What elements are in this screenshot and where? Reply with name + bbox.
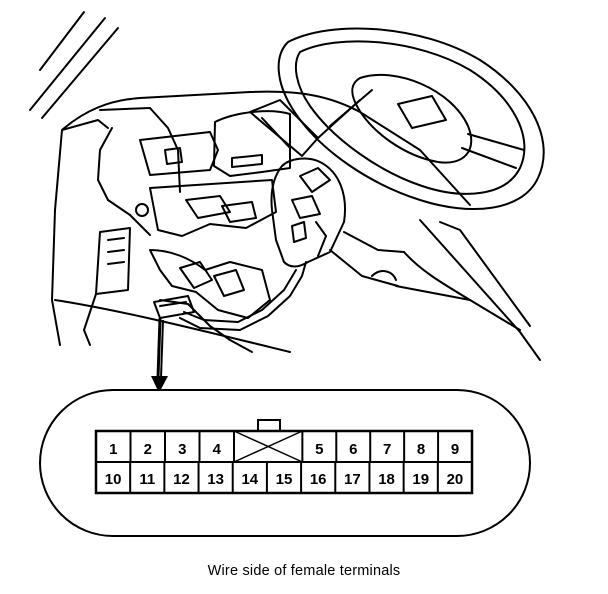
- pin-label: 14: [241, 471, 258, 488]
- pin-label: 11: [139, 471, 155, 488]
- pin-label: 9: [451, 441, 459, 458]
- pin-label: 12: [173, 471, 190, 488]
- diagram-caption: Wire side of female terminals: [207, 563, 401, 579]
- windshield-pillar: [29, 11, 119, 119]
- connector-key-tab: [257, 419, 281, 432]
- blank-cavity-cross: [233, 430, 303, 463]
- pin-label: 20: [447, 471, 464, 488]
- steering-wheel: [277, 27, 545, 210]
- pin-label: 19: [412, 471, 429, 488]
- pin-label: 16: [310, 471, 327, 488]
- dlc-connector-location: [153, 261, 307, 331]
- pin-label: 18: [378, 471, 395, 488]
- pin-label: 2: [144, 441, 152, 458]
- pin-label: 7: [383, 441, 391, 458]
- pin-label: 13: [207, 471, 224, 488]
- pin-label: 10: [105, 471, 122, 488]
- lower-dash-panel: [54, 179, 291, 353]
- pin-label: 15: [276, 471, 293, 488]
- leader-arrow: [151, 317, 168, 393]
- dashboard-outline: [51, 90, 471, 346]
- pin-label: 6: [349, 441, 357, 458]
- pin-label: 3: [178, 441, 186, 458]
- door-panel: [395, 219, 541, 361]
- pin-label: 4: [213, 441, 222, 458]
- pin-label: 17: [344, 471, 361, 488]
- steering-column: [249, 99, 405, 287]
- pin-label: 5: [315, 441, 323, 458]
- pin-label: 1: [109, 441, 117, 458]
- pin-label: 8: [417, 441, 425, 458]
